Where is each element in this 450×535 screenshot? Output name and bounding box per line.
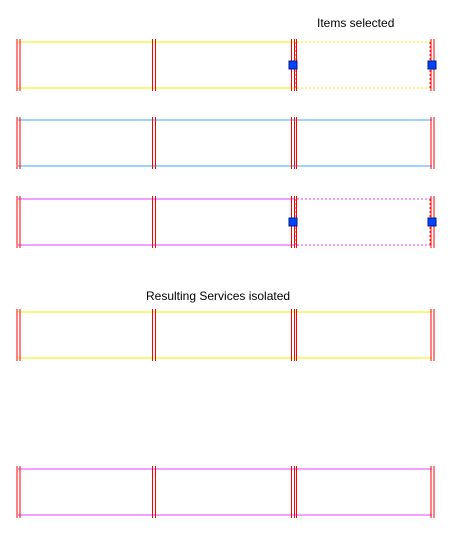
resulting-services-isolated-caption: Resulting Services isolated	[146, 289, 291, 303]
grip-handle[interactable]	[288, 60, 298, 70]
yellow-service-run[interactable]	[16, 309, 435, 361]
magenta-service-run[interactable]	[16, 466, 435, 518]
isolated-view-group	[16, 309, 435, 518]
items-selected-caption: Items selected	[317, 16, 395, 30]
grip-handle[interactable]	[427, 60, 437, 70]
duct-runs-layer	[16, 39, 437, 518]
grip-handle[interactable]	[427, 217, 437, 227]
magenta-service-run[interactable]	[16, 196, 437, 248]
selected-view-group	[16, 39, 437, 248]
blue-service-run[interactable]	[16, 117, 435, 169]
yellow-service-run[interactable]	[16, 39, 437, 91]
grip-handle[interactable]	[288, 217, 298, 227]
